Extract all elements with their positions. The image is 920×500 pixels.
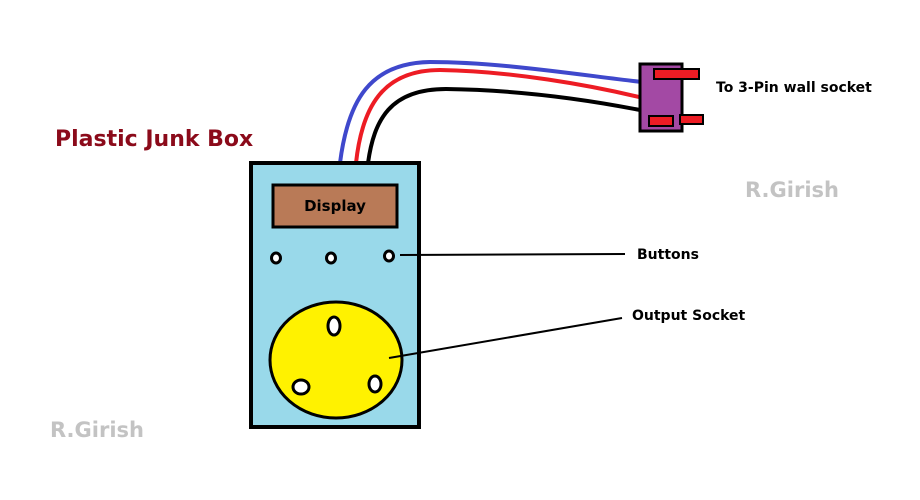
button-2 [325, 251, 337, 265]
wire-black [366, 86, 646, 164]
display-label: Display [304, 197, 366, 215]
socket-pin-top [326, 315, 342, 337]
output-socket [268, 300, 404, 420]
wall-plug [638, 62, 704, 133]
buttons-group [270, 249, 395, 265]
wire-blue [338, 59, 643, 164]
buttons-leader-line [399, 253, 626, 256]
watermark-bottom-left: R.Girish [50, 418, 144, 442]
title-label: Plastic Junk Box [55, 127, 253, 152]
display-panel [271, 183, 399, 229]
watermark-top-right: R.Girish [745, 178, 839, 202]
button-3 [383, 249, 395, 263]
socket-pin-left [291, 378, 311, 396]
plug-pin-bottom-right [679, 114, 704, 125]
buttons-label: Buttons [637, 247, 699, 263]
plug-pin-top [653, 68, 700, 80]
plug-pin-bottom-left [648, 115, 674, 127]
output-socket-label: Output Socket [632, 308, 746, 324]
output-socket-leader-line [388, 317, 623, 359]
wire-red [354, 67, 644, 164]
button-1 [270, 251, 282, 265]
socket-pin-right [367, 374, 383, 394]
wall-socket-label: To 3-Pin wall socket [716, 80, 872, 96]
